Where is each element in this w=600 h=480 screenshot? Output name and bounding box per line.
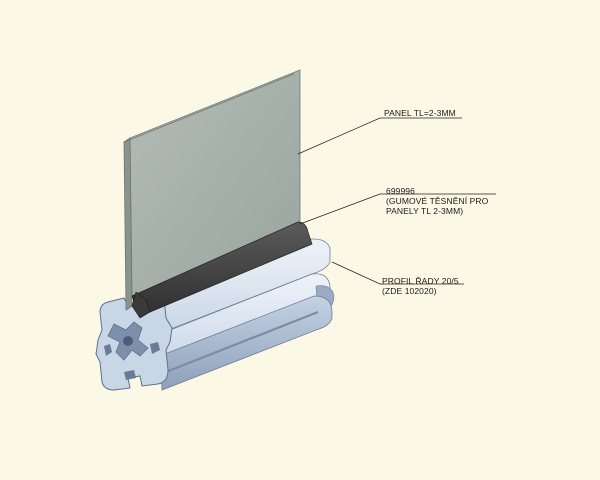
callout-gasket-description: (GUMOVÉ TĚSNĚNÍ PRO (386, 196, 489, 206)
leader-profile (331, 261, 464, 285)
aluminium-profile (95, 238, 335, 391)
gasket-lip (131, 291, 151, 319)
leader-panel (297, 117, 462, 155)
profile-corner-slot-left (104, 344, 112, 356)
profile-back-ridge (149, 238, 331, 335)
callout-gasket: 699996 (GUMOVÉ TĚSNĚNÍ PRO PANELY TL 2-3… (386, 186, 488, 216)
callout-gasket-part-number: 699996 (386, 186, 415, 196)
profile-side-face (159, 295, 333, 391)
panel-sheet (123, 69, 301, 311)
rubber-gasket (131, 221, 313, 319)
profile-corner-slot-bottom (124, 370, 136, 380)
callout-profile-variant: (ZDE 102020) (382, 286, 437, 296)
callout-panel-line: PANEL TL=2-3MM (384, 108, 456, 118)
leader-gasket (299, 193, 496, 225)
profile-core-hole (123, 336, 133, 346)
leader-lines (297, 117, 496, 285)
profile-side-slot (165, 310, 319, 374)
panel-top-edge (123, 73, 295, 143)
callout-panel: PANEL TL=2-3MM (384, 108, 456, 118)
profile-corner-slot-right (150, 342, 160, 354)
callout-profile-series: PROFIL ŘADY 20/5 (382, 276, 459, 286)
callout-profile: PROFIL ŘADY 20/5 (ZDE 102020) (382, 276, 459, 296)
gasket-body (131, 221, 313, 315)
callout-gasket-description-2: PANELY TL 2-3MM) (386, 206, 464, 216)
